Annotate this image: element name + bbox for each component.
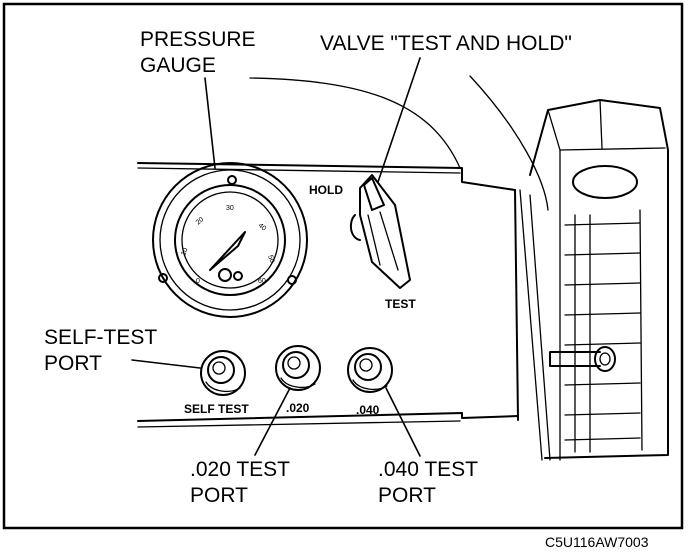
bolt-head	[594, 346, 616, 372]
test-label: TEST	[385, 297, 416, 311]
callout-port-040-line1: .040 TEST	[378, 458, 478, 481]
gauge-pivot	[218, 268, 232, 282]
callout-self-test-line1: SELF-TEST	[44, 326, 157, 349]
self-test-port: SELF TEST	[184, 350, 249, 416]
engine-side-housing	[519, 99, 669, 461]
gauge-needle	[209, 231, 246, 271]
figure-reference: C5U116AW7003	[545, 534, 649, 550]
callout-self-test-line2: PORT	[44, 352, 102, 375]
leader-port-020	[254, 387, 291, 456]
port-020: .020	[275, 345, 321, 415]
housing-port	[572, 165, 638, 199]
gauge-face	[181, 191, 279, 289]
gauge-screw-top	[227, 175, 237, 185]
gauge-screw-left	[158, 273, 168, 283]
hold-label: HOLD	[309, 183, 343, 197]
gauge-bezel	[152, 162, 308, 318]
test-hold-valve: HOLD TEST	[309, 174, 416, 311]
dial-tick-60: 60	[258, 278, 266, 285]
callout-valve: VALVE "TEST AND HOLD"	[320, 32, 572, 55]
pressure-gauge: 0 10 20 30 40 50 60	[152, 162, 308, 318]
callout-port-020-line1: .020 TEST	[190, 458, 290, 481]
leader-port-040	[385, 387, 421, 457]
callout-port-040-line2: PORT	[378, 484, 436, 507]
gauge-screw-right	[287, 275, 297, 285]
port-020-label: .020	[286, 401, 310, 415]
self-test-port-label: SELF TEST	[184, 402, 249, 416]
port-040-label: .040	[356, 403, 380, 417]
valve-body	[359, 174, 411, 289]
callout-port-020-line2: PORT	[190, 484, 248, 507]
dial-tick-50: 50	[266, 254, 275, 264]
leader-pressure-gauge	[204, 77, 216, 169]
figure-border	[2, 2, 684, 530]
bolt	[549, 351, 601, 367]
dial-tick-30: 30	[226, 205, 234, 212]
tester-panel	[137, 75, 549, 428]
dial-tick-0: 0	[196, 278, 200, 285]
port-040: .040	[347, 347, 393, 417]
valve-handle-tip	[363, 177, 385, 211]
dial-tick-40: 40	[257, 222, 268, 232]
leader-valve	[377, 57, 421, 183]
leader-self-test	[131, 359, 201, 369]
callout-pressure-gauge-line1: PRESSURE	[140, 28, 256, 51]
dial-tick-10: 10	[180, 247, 189, 257]
dial-tick-20: 20	[195, 216, 206, 226]
callout-pressure-gauge-line2: GAUGE	[140, 54, 216, 77]
